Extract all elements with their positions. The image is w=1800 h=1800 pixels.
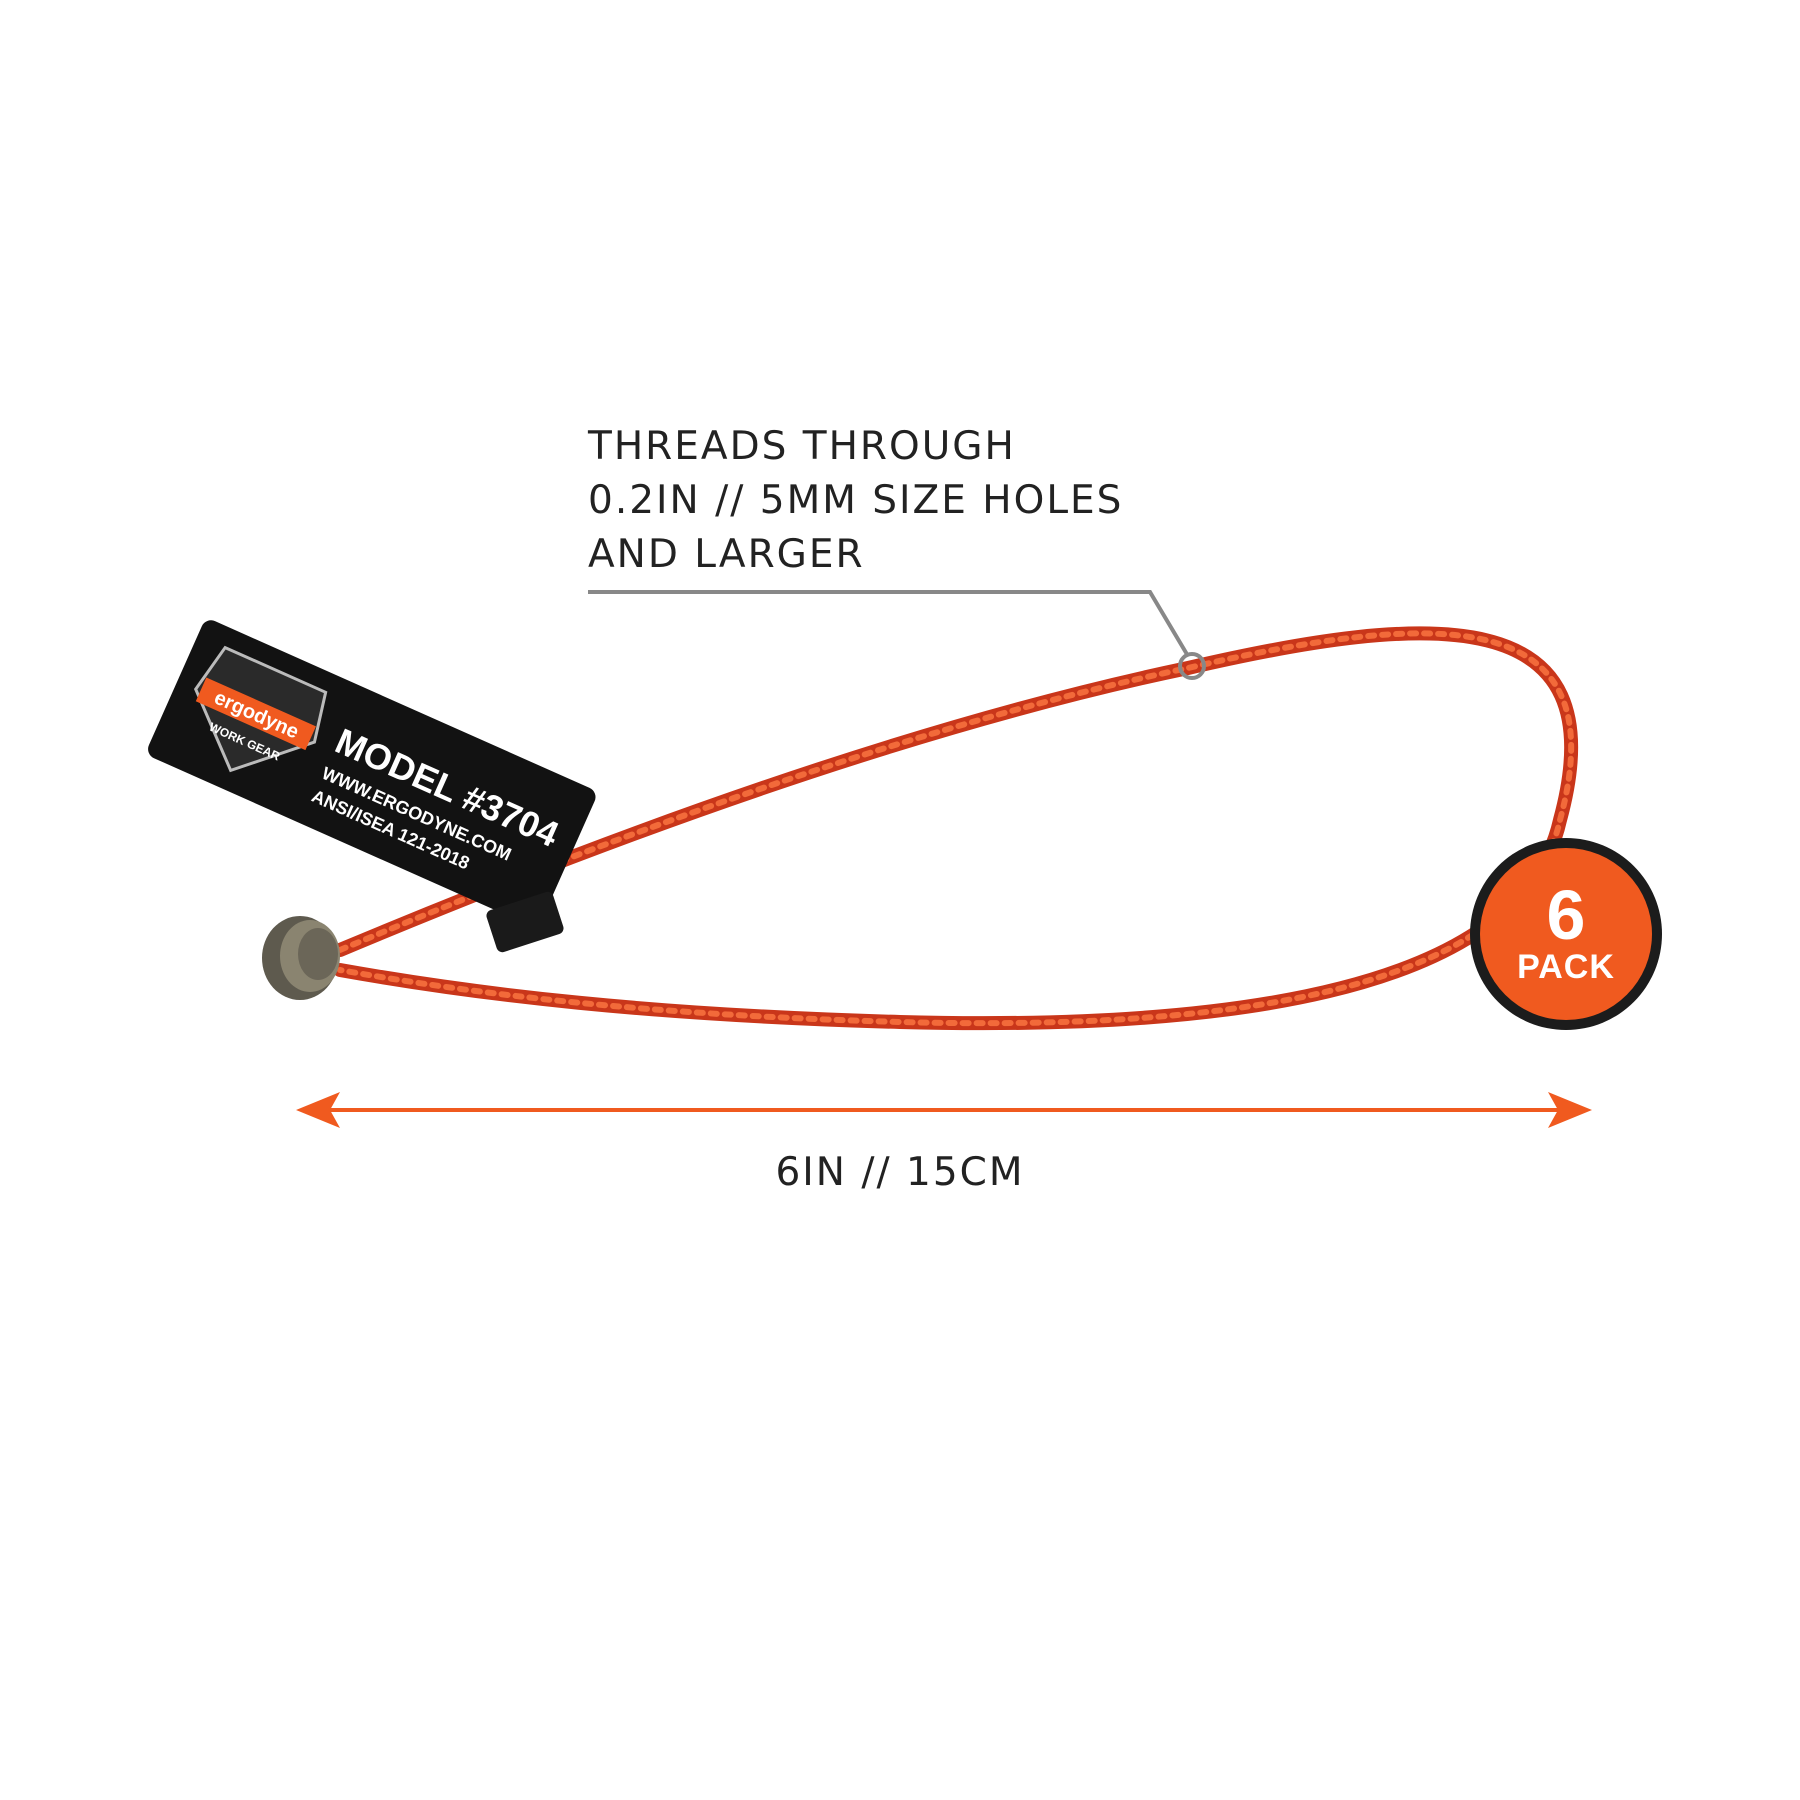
- double-headed-arrow-icon: [296, 1092, 1592, 1128]
- metal-end-cap-icon: [262, 916, 340, 1000]
- dimension-label: 6IN // 15CM: [775, 1150, 1025, 1195]
- callout-leader-line: [588, 590, 1190, 658]
- tag-clamp: [486, 891, 564, 953]
- pack-count-badge: 6 PACK: [1470, 838, 1662, 1030]
- callout-text: THREADS THROUGH 0.2IN // 5MM SIZE HOLES …: [588, 420, 1123, 582]
- circle-marker-icon: [1178, 652, 1206, 680]
- pack-count-number: 6: [1546, 876, 1586, 954]
- product-tag: ergodyne WORK GEAR MODEL #3704 WWW.ERGOD…: [148, 620, 596, 926]
- pack-count-word: PACK: [1517, 948, 1615, 986]
- callout-line: THREADS THROUGH: [588, 424, 1016, 469]
- lanyard-cord-highlight: [337, 630, 1575, 1027]
- callout-line: 0.2IN // 5MM SIZE HOLES: [588, 478, 1124, 523]
- pack-count-badge-inner: 6 PACK: [1480, 848, 1652, 1020]
- callout-line: AND LARGER: [588, 532, 865, 577]
